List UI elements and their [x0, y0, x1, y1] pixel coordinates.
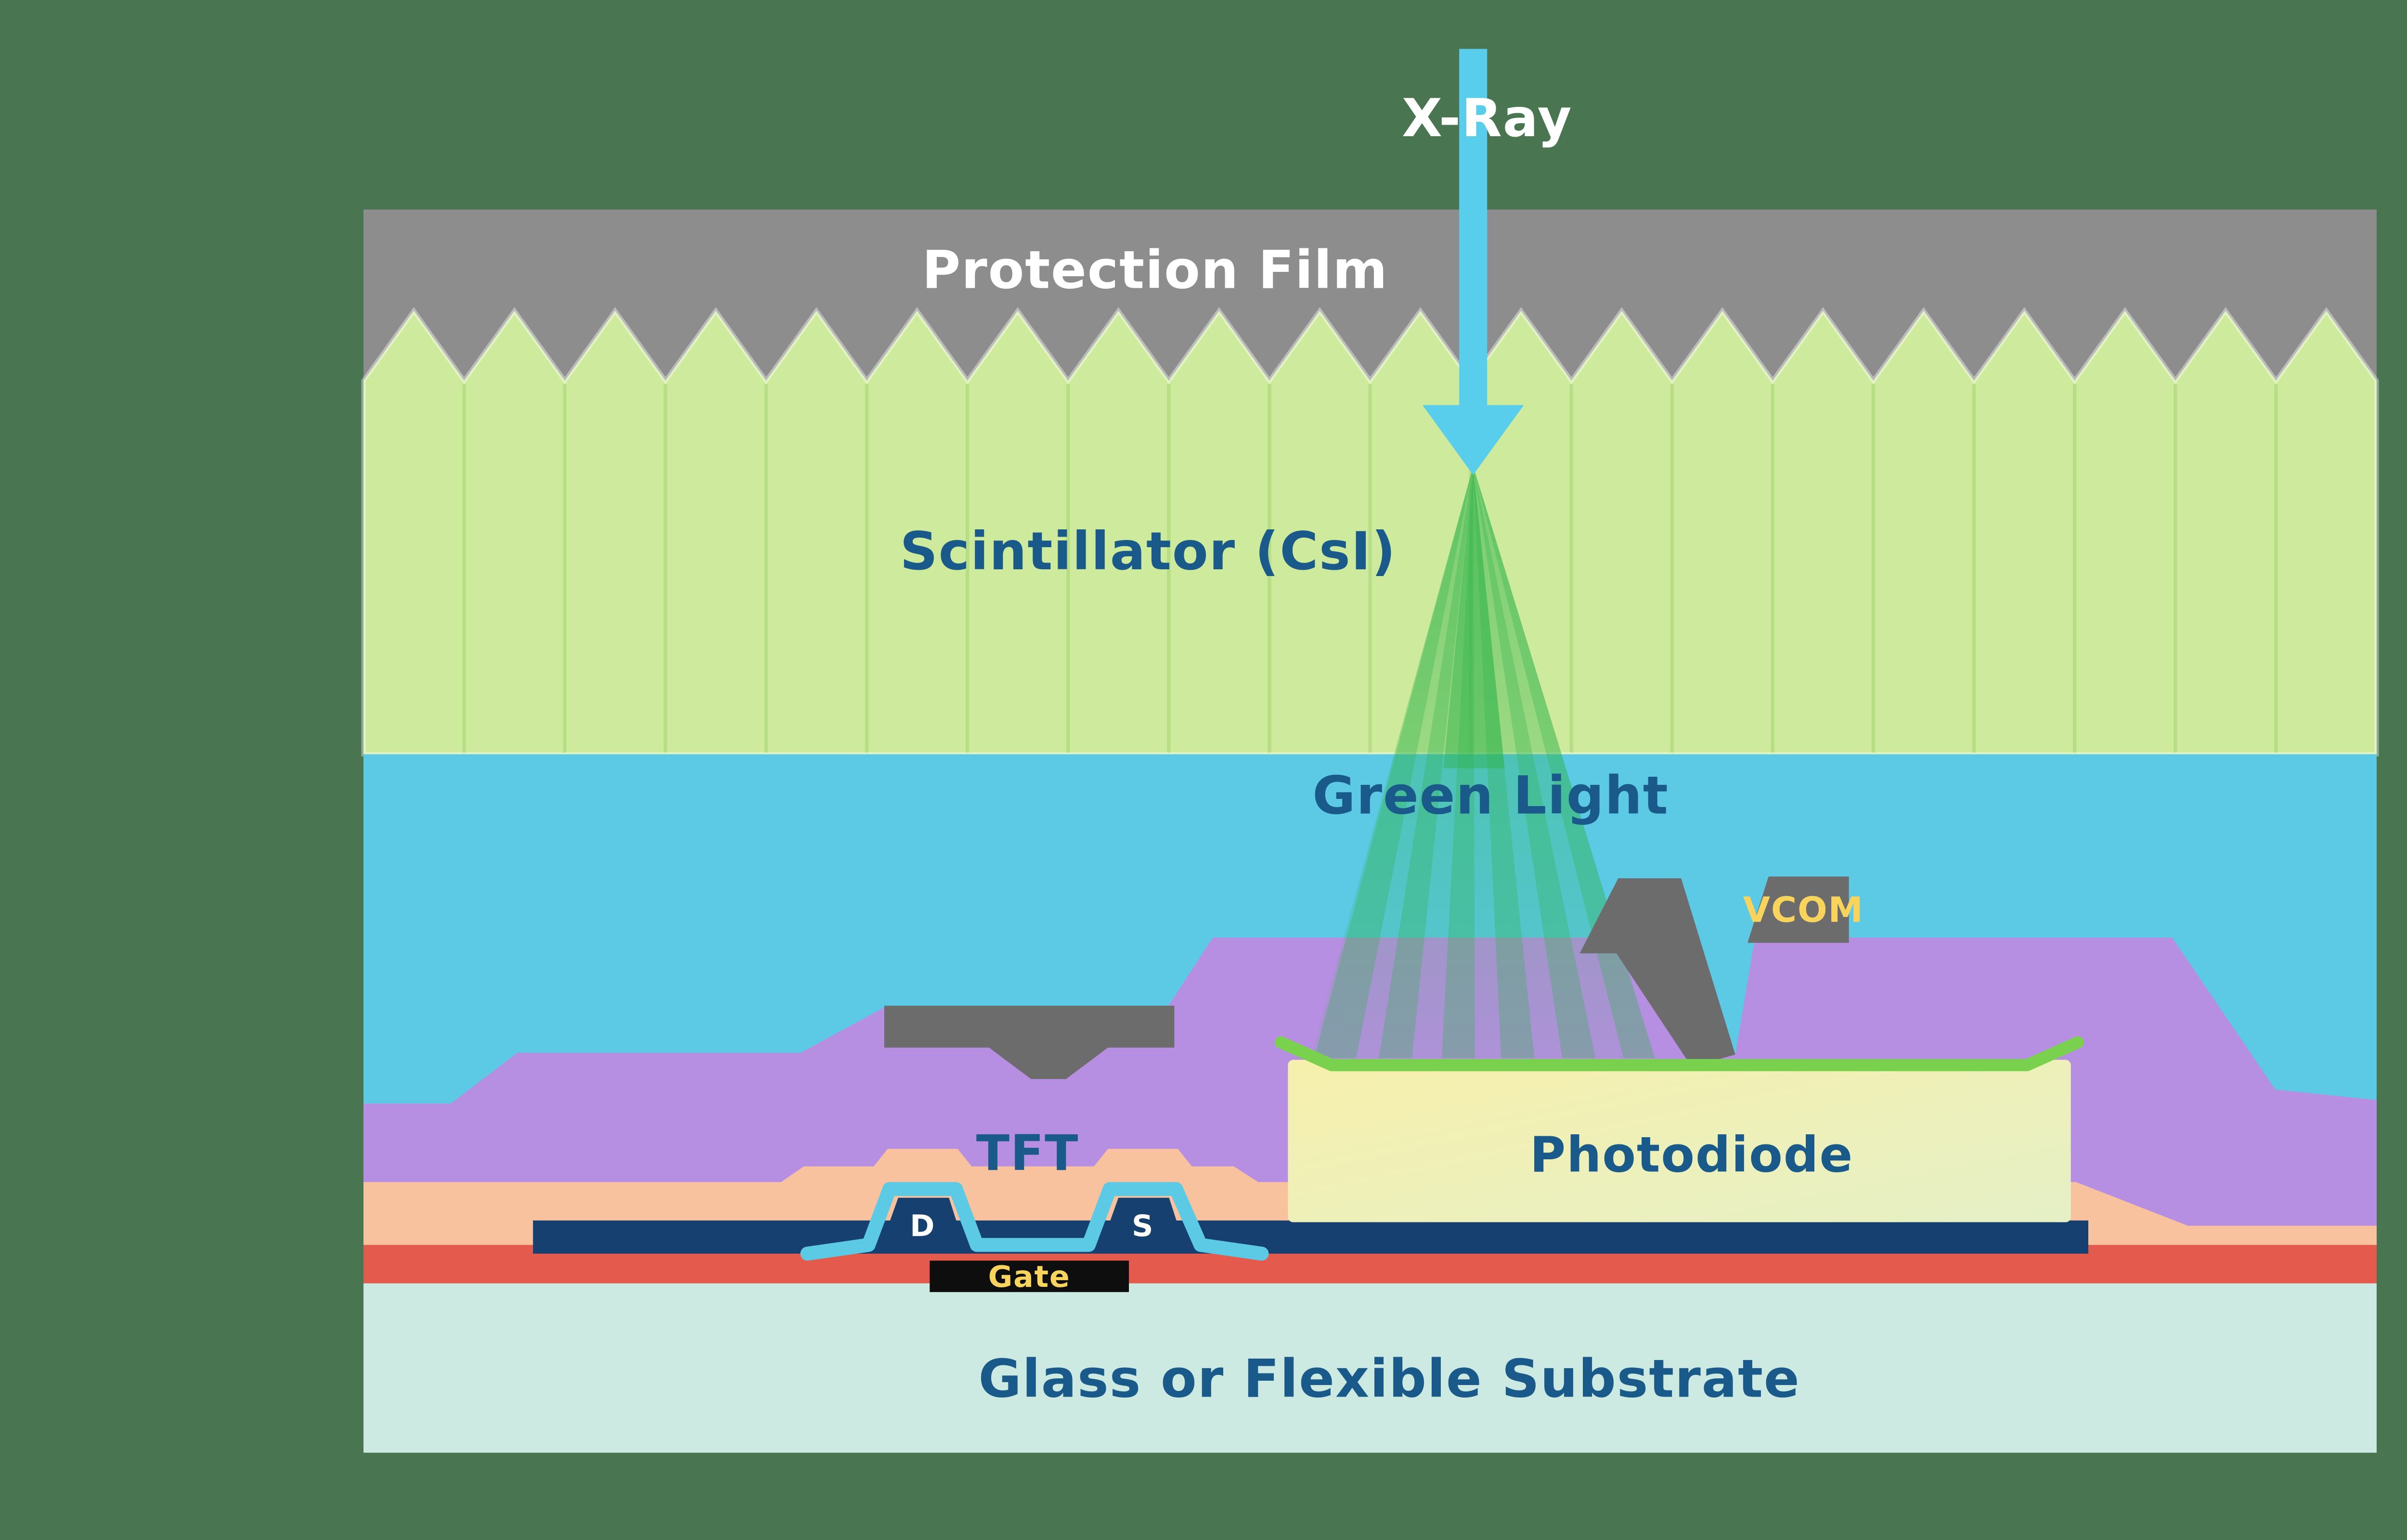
- gate-label: Gate: [988, 1259, 1071, 1294]
- vcom-contact-electrode: [1579, 878, 1735, 1067]
- substrate-layer: [363, 1283, 2377, 1453]
- green-light-cone: [1310, 466, 1655, 1058]
- xray-arrow: [1422, 49, 1524, 475]
- tft-top-electrode: [884, 1005, 1175, 1079]
- xray-label: X-Ray: [1402, 88, 1572, 149]
- photodiode-label: Photodiode: [1530, 1126, 1853, 1183]
- green-light-ray: [1473, 466, 1535, 1058]
- gate-electrode: [930, 1260, 1129, 1292]
- protection-film-label: Protection Film: [922, 240, 1388, 301]
- vcom-electrode: [1747, 876, 1849, 943]
- photodiode-top-contact: [1275, 1036, 2084, 1071]
- photodiode-body: [1288, 1060, 2071, 1222]
- xray-arrow-shaft: [1459, 49, 1488, 409]
- tft-channel-outline: [800, 1182, 1269, 1261]
- tft-label: TFT: [976, 1125, 1079, 1181]
- substrate-label: Glass or Flexible Substrate: [978, 1348, 1800, 1410]
- green-light-ray: [1441, 466, 1475, 1058]
- xray-arrow-head: [1422, 405, 1524, 475]
- scintillator-label: Scintillator (CsI): [900, 521, 1396, 582]
- data-line-metal: [533, 1220, 2088, 1254]
- source-label: S: [1132, 1209, 1154, 1244]
- green-light-core: [1443, 466, 1505, 769]
- vcom-groove-gap: [1681, 878, 1765, 1055]
- drain-electrode: [880, 1197, 965, 1247]
- green-light-label: Green Light: [1312, 765, 1669, 826]
- source-electrode: [1100, 1197, 1185, 1247]
- drain-label: D: [910, 1209, 935, 1244]
- vcom-label: VCOM: [1743, 890, 1864, 931]
- green-light-ray: [1473, 466, 1596, 1058]
